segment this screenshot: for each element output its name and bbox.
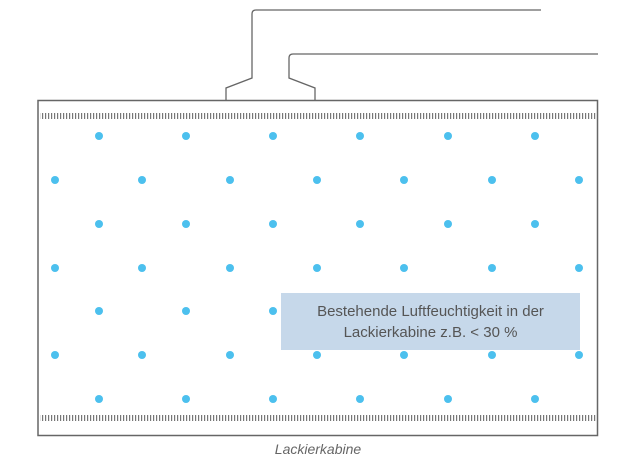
humidity-dot [51, 176, 59, 184]
humidity-dot [95, 132, 103, 140]
humidity-dot [269, 307, 277, 315]
humidity-dot [95, 220, 103, 228]
humidity-dot [95, 307, 103, 315]
info-line-1: Bestehende Luftfeuchtigkeit in der [317, 302, 544, 320]
floor-filter-grille [40, 415, 596, 421]
humidity-particles [51, 132, 583, 403]
humidity-dot [269, 395, 277, 403]
humidity-dot [226, 176, 234, 184]
paint-booth-outline [37, 99, 599, 437]
humidity-dot [488, 176, 496, 184]
humidity-dot [488, 351, 496, 359]
humidity-dot [95, 395, 103, 403]
humidity-dot [138, 264, 146, 272]
humidity-dot [531, 220, 539, 228]
humidity-dot [488, 264, 496, 272]
booth-caption: Lackierkabine [274, 441, 362, 457]
humidity-dot [575, 351, 583, 359]
humidity-dot [356, 220, 364, 228]
humidity-dot [444, 395, 452, 403]
humidity-dot [138, 176, 146, 184]
humidity-dot [182, 132, 190, 140]
humidity-info-box: Bestehende Luftfeuchtigkeit in der Lacki… [281, 293, 580, 350]
humidity-dot [531, 132, 539, 140]
humidity-dot [182, 307, 190, 315]
humidity-dot [51, 264, 59, 272]
humidity-dot [444, 132, 452, 140]
humidity-dot [269, 132, 277, 140]
exhaust-duct-outer [225, 9, 541, 101]
humidity-dot [313, 176, 321, 184]
humidity-dot [51, 351, 59, 359]
humidity-dot [531, 395, 539, 403]
humidity-dot [575, 264, 583, 272]
humidity-dot [356, 132, 364, 140]
humidity-dot [400, 264, 408, 272]
info-line-2: Lackierkabine z.B. < 30 % [343, 323, 518, 341]
ceiling-filter-grille [40, 113, 596, 119]
exhaust-duct-inner [288, 53, 598, 101]
humidity-dot [313, 351, 321, 359]
humidity-dot [269, 220, 277, 228]
humidity-dot [313, 264, 321, 272]
humidity-dot [356, 395, 364, 403]
humidity-dot [226, 351, 234, 359]
humidity-dot [575, 176, 583, 184]
humidity-dot [444, 220, 452, 228]
humidity-dot [400, 351, 408, 359]
humidity-dot [226, 264, 234, 272]
humidity-dot [400, 176, 408, 184]
humidity-dot [138, 351, 146, 359]
humidity-dot [182, 220, 190, 228]
humidity-dot [182, 395, 190, 403]
